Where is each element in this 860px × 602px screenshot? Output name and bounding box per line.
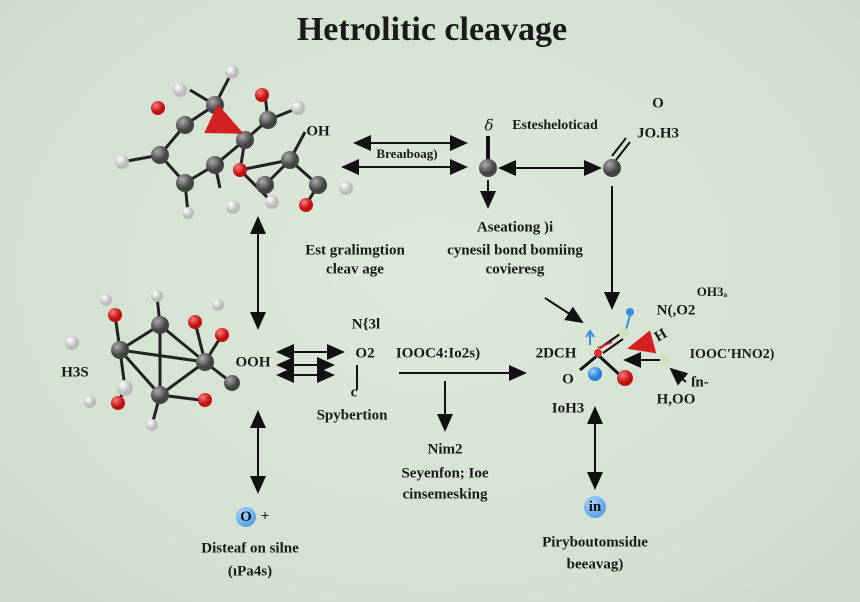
atoms-left <box>65 290 240 431</box>
page-title: Hetrolitic cleavage <box>296 11 568 48</box>
label-h3s: H3S <box>61 364 89 381</box>
o-ball: O <box>236 507 256 527</box>
label-aseationg: Aseationg )i <box>476 219 554 236</box>
label-n3l: N{3l <box>351 316 381 333</box>
label-ooh: OOH <box>235 354 271 371</box>
label-h2oo: H,OO <box>656 391 696 408</box>
label-seyenfon: Seyenfon; Ioe <box>401 465 489 482</box>
label-2dch: 2DCH <box>535 345 577 362</box>
label-piryb-1: Pirybоutomsidıe <box>542 534 648 551</box>
label-o-top: O <box>652 95 664 112</box>
label-o-mid: O <box>562 371 574 388</box>
molecule-left <box>113 295 233 426</box>
label-plus: + <box>260 508 270 525</box>
label-est-2: cleav age <box>326 261 384 278</box>
label-esteshelo: Esteshelоticad <box>512 118 598 133</box>
label-cynesil-2: covieresg <box>485 261 545 278</box>
label-cynesil-1: cynesil bond bomiing <box>447 242 583 259</box>
label-no2: N(,O2 <box>656 302 696 319</box>
label-disteaf-2: (ıPa4s) <box>227 563 273 580</box>
in-ball: in <box>584 496 606 518</box>
label-ioochno: IOOC'HNO2) <box>689 347 775 362</box>
atoms-top-left <box>115 65 353 219</box>
label-ioh3: IoH3 <box>551 400 585 417</box>
arrows <box>250 135 689 494</box>
label-cinsemesking: cinsemesking <box>402 486 488 503</box>
label-fn: ſn- <box>691 374 709 391</box>
label-spybertion: Spybertion <box>316 407 388 424</box>
label-oh3a: OH3ₐ <box>696 284 728 299</box>
label-c: c <box>350 384 358 401</box>
label-disteaf-1: Disteaf on silne <box>201 540 299 557</box>
label-est-1: Est gralimgtion <box>305 242 405 259</box>
label-arrow: Breaıboag) <box>376 146 438 161</box>
reaction-center <box>479 159 670 386</box>
label-oh: OH <box>306 123 330 140</box>
label-nim2: Nim2 <box>427 441 463 458</box>
label-delta: ẟ <box>484 118 494 135</box>
molecule-top-left <box>121 71 320 214</box>
label-o2: O2 <box>355 345 375 362</box>
label-joh3: JO.H3 <box>636 125 680 142</box>
label-piryb-2: beeavag) <box>566 556 624 573</box>
label-iocc: IOOC4:Io2s) <box>395 345 481 362</box>
